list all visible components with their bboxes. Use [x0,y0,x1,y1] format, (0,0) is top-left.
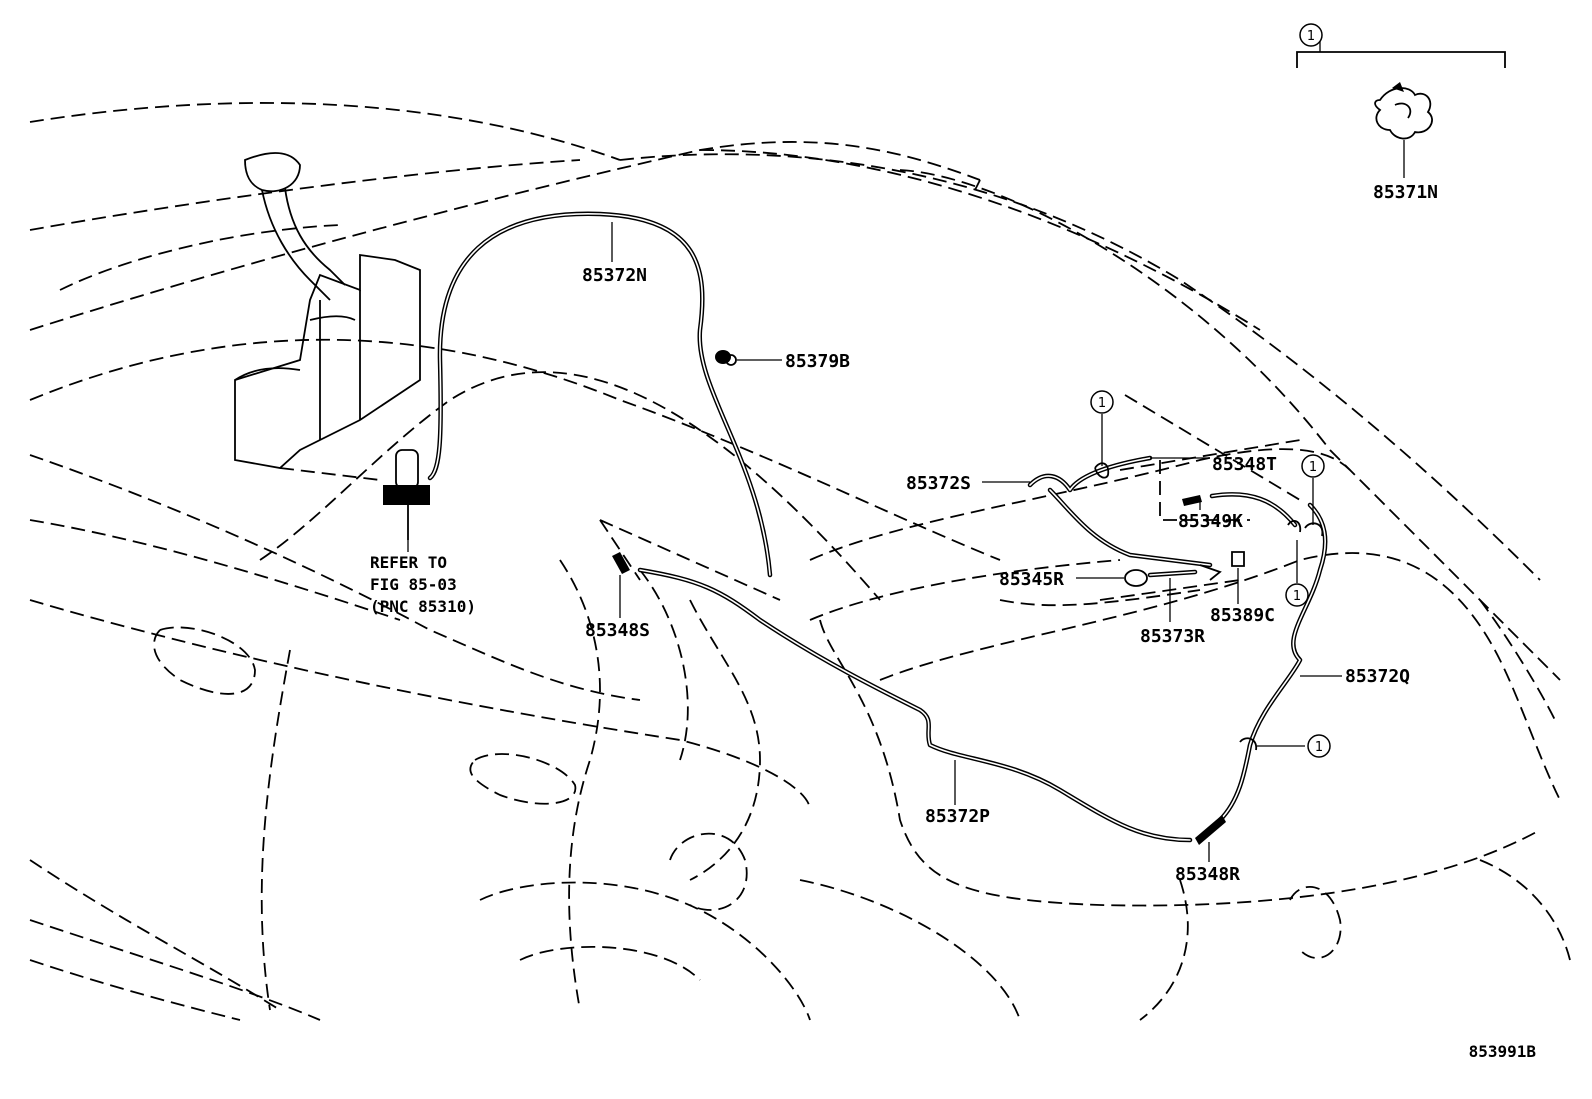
part-label-85372P[interactable]: 85372P [925,806,990,827]
callout-marker-text: 1 [1293,589,1301,604]
part-label-85348S[interactable]: 85348S [585,620,650,641]
callout-marker-right-top: 1 [1301,454,1325,478]
callout-marker-top: 1 [1299,23,1323,47]
clip-85371N-detail [1296,35,1506,178]
part-label-85348R[interactable]: 85348R [1175,864,1240,885]
vehicle-outline [29,102,1571,1021]
washer-hoses [427,211,1328,843]
callout-marker-text: 1 [1315,740,1323,755]
part-label-85371N[interactable]: 85371N [1373,182,1438,203]
leader-lines [407,222,1342,862]
reference-note-line1: REFER TO [370,553,447,572]
part-label-85345R[interactable]: 85345R [999,569,1064,590]
callout-marker-text: 1 [1307,29,1315,44]
callout-marker-roof: 1 [1090,390,1114,414]
callout-marker-text: 1 [1098,396,1106,411]
washer-pump [383,449,430,540]
part-label-85379B[interactable]: 85379B [785,351,850,372]
reference-note-line3: (PNC 85310) [370,597,476,616]
washer-tank [234,152,421,481]
part-label-85348T[interactable]: 85348T [1212,454,1277,475]
callout-marker-right-low: 1 [1307,734,1331,758]
part-label-85349K[interactable]: 85349K [1178,511,1243,532]
reference-note: REFER TO FIG 85-03 (PNC 85310) [370,553,476,616]
part-label-85372S[interactable]: 85372S [906,473,971,494]
reference-note-line2: FIG 85-03 [370,575,457,594]
part-label-85373R[interactable]: 85373R [1140,626,1205,647]
diagram-id: 853991B [1469,1042,1537,1061]
part-label-85372Q[interactable]: 85372Q [1345,666,1410,687]
part-label-85389C[interactable]: 85389C [1210,605,1275,626]
callout-marker-text: 1 [1309,460,1317,475]
fittings [612,350,1324,845]
part-label-85372N[interactable]: 85372N [582,265,647,286]
callout-marker-right-mid: 1 [1285,583,1309,607]
